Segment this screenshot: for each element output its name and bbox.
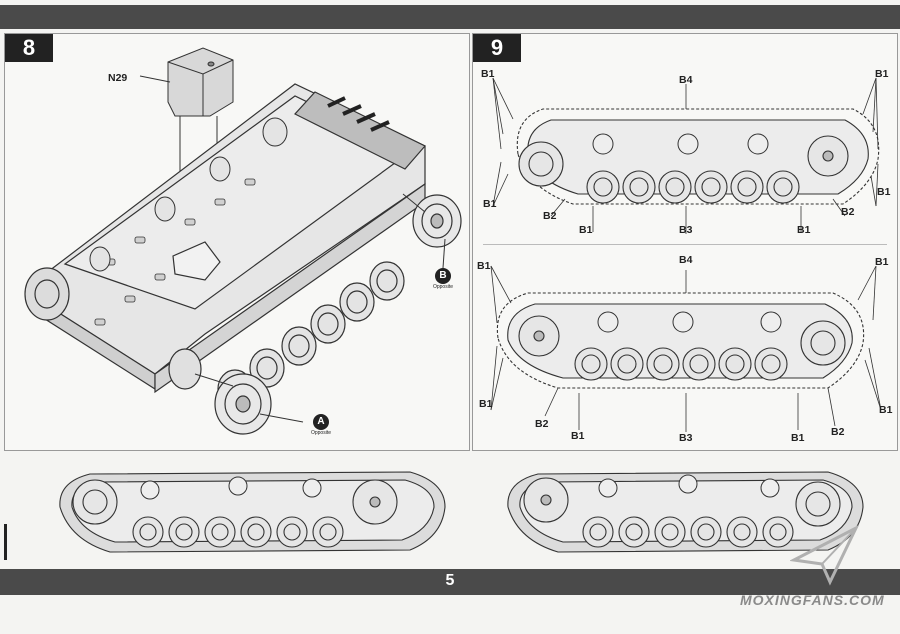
- bottom-view-idler: [518, 315, 560, 357]
- top-label-b1-bottom-right: B1: [797, 224, 811, 236]
- bottom-view-road-wheels: [574, 347, 788, 381]
- road-wheels-left: [89, 117, 288, 272]
- top-header-bar: [0, 5, 900, 29]
- top-view-idler: [807, 135, 849, 177]
- completed-left-sprocket: [72, 479, 118, 525]
- top-label-b3: B3: [679, 224, 693, 236]
- completed-right-road-wheels: [582, 516, 794, 548]
- completed-left-idler: [352, 479, 398, 525]
- watermark-text: MOXINGFANS.COM: [740, 592, 885, 608]
- bottom-view-return-rollers: [597, 311, 782, 333]
- step-8-number: 8: [5, 34, 53, 62]
- bottom-label-b3: B3: [679, 432, 693, 444]
- floor-hatch-opening: [172, 241, 221, 281]
- callout-b: B Opposite: [423, 268, 463, 291]
- top-label-b1-upper-left: B1: [481, 68, 495, 80]
- callout-b-circle: B: [435, 268, 451, 284]
- top-label-b1-lower-left: B1: [483, 198, 497, 210]
- top-label-b2-right: B2: [841, 206, 855, 218]
- completed-view-right-side: [507, 471, 864, 553]
- bottom-label-b2-right: B2: [831, 426, 845, 438]
- top-label-b4: B4: [679, 74, 693, 86]
- step-9-top-track-assembly: [492, 77, 880, 234]
- idler-wheel: [168, 348, 202, 390]
- completed-view-left-side: [59, 471, 446, 553]
- completed-right-sprocket: [795, 481, 841, 527]
- top-view-return-rollers: [592, 133, 769, 155]
- top-view-road-wheels: [586, 170, 800, 204]
- drive-sprocket-b: [412, 194, 462, 248]
- step-9-divider: [483, 244, 887, 245]
- callout-b-caption: Opposite: [432, 284, 453, 290]
- hull-body: [44, 83, 426, 394]
- drive-sprocket-a: [214, 373, 272, 435]
- bottom-label-b1-bottom-left: B1: [571, 430, 585, 442]
- step-9-bottom-track-assembly: [490, 265, 882, 432]
- binding-mark: [4, 524, 7, 560]
- page-footer-bar: [0, 569, 900, 595]
- callout-a-caption: Opposite: [310, 430, 331, 436]
- rear-sprocket: [24, 267, 70, 321]
- step-8-panel: 8 N29: [4, 33, 470, 451]
- bottom-label-b1-lower-right: B1: [879, 404, 893, 416]
- callout-a-leader: [259, 413, 304, 423]
- callout-a: A Opposite: [301, 414, 341, 437]
- bottom-label-b4: B4: [679, 254, 693, 266]
- step-8-hull-illustration: [24, 47, 462, 435]
- n29-leader-line: [139, 75, 171, 83]
- bottom-label-b1-upper-left: B1: [477, 260, 491, 272]
- bottom-label-b1-lower-left: B1: [479, 398, 493, 410]
- top-view-sprocket: [518, 141, 564, 187]
- top-label-b2-left: B2: [543, 210, 557, 222]
- part-label-n29: N29: [108, 72, 128, 84]
- page-number: 5: [445, 572, 455, 589]
- bottom-label-b2-left: B2: [535, 418, 549, 430]
- paper-plane-icon: [790, 524, 860, 586]
- top-label-b1-upper-right: B1: [875, 68, 889, 80]
- completed-right-idler: [523, 477, 569, 523]
- callout-b-leader: [442, 238, 446, 269]
- step-9-panel: 9: [472, 33, 898, 451]
- bottom-view-sprocket: [800, 320, 846, 366]
- callout-a-circle: A: [313, 414, 329, 430]
- top-label-b1-lower-right: B1: [877, 186, 891, 198]
- part-n29-hatch: [167, 47, 234, 117]
- step-9-number: 9: [473, 34, 521, 62]
- top-label-b1-bottom-left: B1: [579, 224, 593, 236]
- bottom-label-b1-upper-right: B1: [875, 256, 889, 268]
- bottom-label-b1-bottom-right: B1: [791, 432, 805, 444]
- completed-left-road-wheels: [132, 516, 344, 548]
